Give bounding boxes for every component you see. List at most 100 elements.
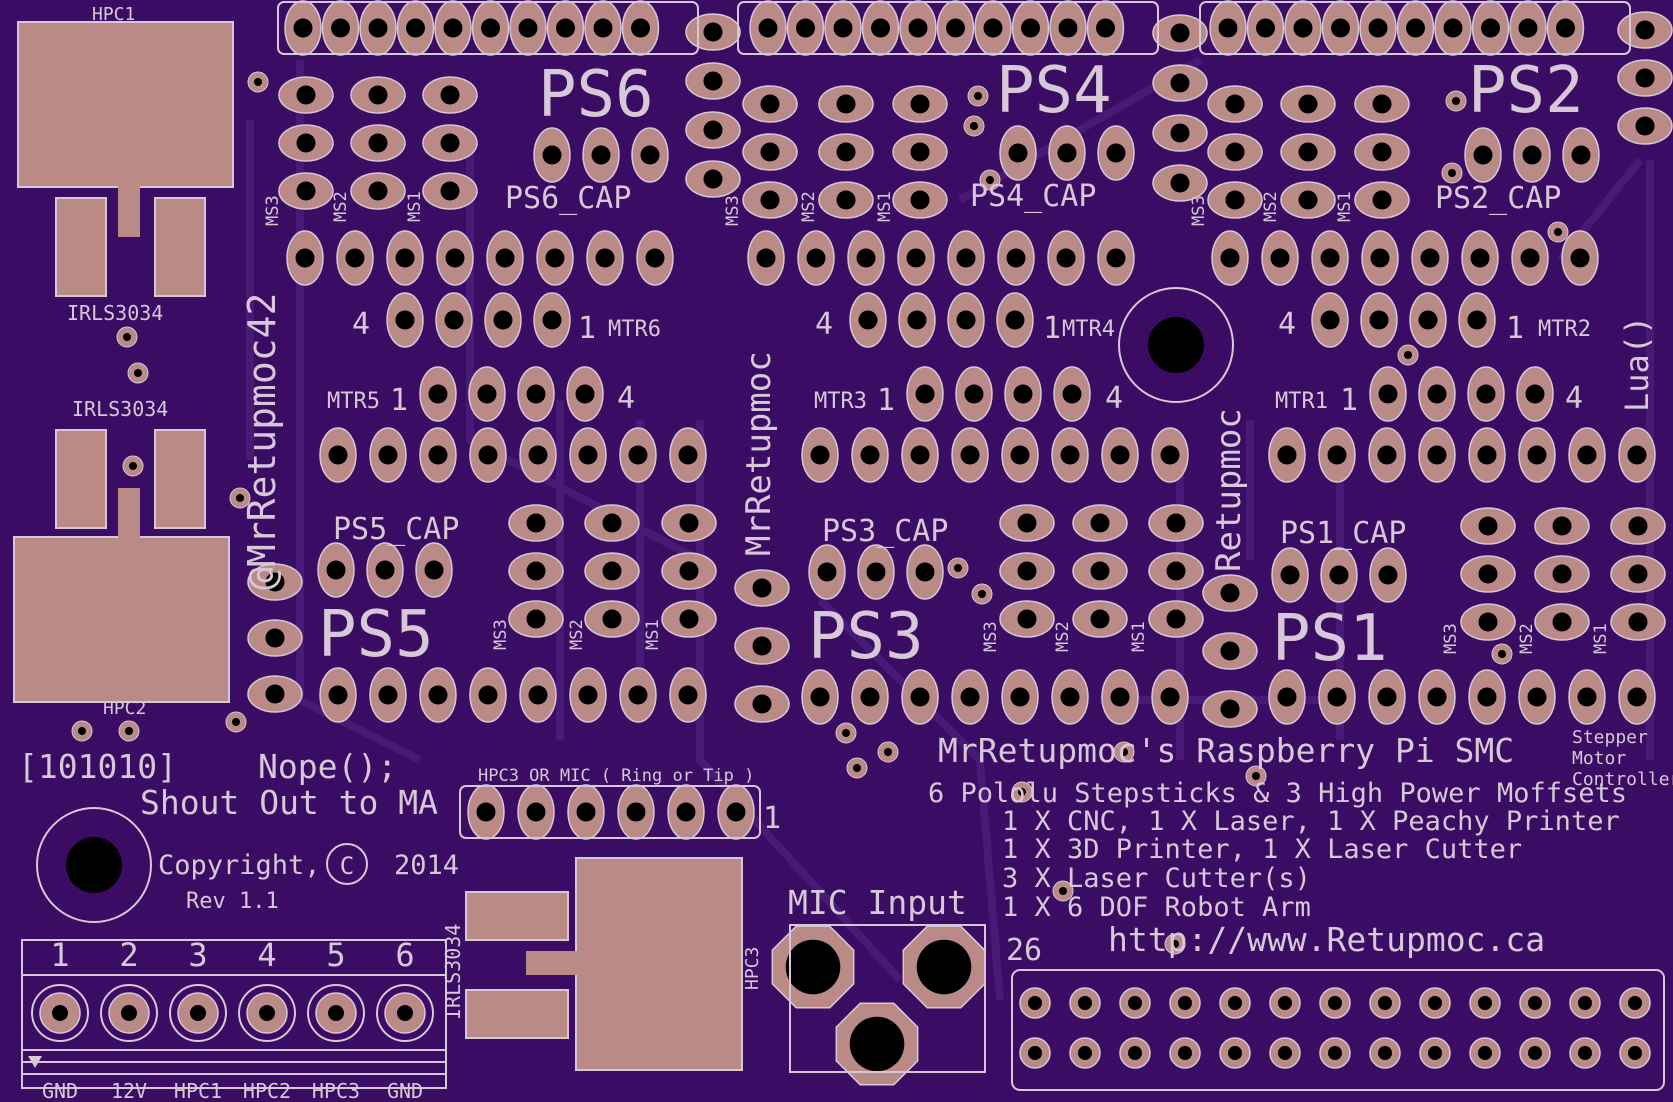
mtr1-pad-3-drill bbox=[1525, 384, 1545, 404]
ps2-driver-row-pad-1-drill bbox=[1270, 248, 1290, 268]
via-3-drill bbox=[129, 462, 137, 470]
ps6-cap-pad-0-drill bbox=[542, 145, 562, 165]
vertical-name-label-a: MrRetupmoc bbox=[739, 351, 779, 556]
ps4-driver-row-pad-6-drill bbox=[1056, 248, 1076, 268]
gpio-top-1-drill bbox=[1078, 996, 1092, 1010]
gpio-bottom-8-drill bbox=[1428, 1046, 1442, 1060]
terminal-outline bbox=[21, 939, 447, 1089]
ms-jumper-top-5-pad-1-drill bbox=[910, 142, 930, 162]
hpc3-header-pad-5-drill bbox=[726, 802, 746, 822]
terminal-ring-2 bbox=[169, 984, 227, 1042]
ms-jumper-bottom-8-pad-0-drill bbox=[1628, 516, 1648, 536]
mtr4-pad-1-drill bbox=[907, 310, 927, 330]
gpio-bottom-12-drill bbox=[1628, 1046, 1642, 1060]
gpio-top-3-drill bbox=[1178, 996, 1192, 1010]
via-10-drill bbox=[986, 176, 994, 184]
ps3-driver-row-bottom-pad-7-drill bbox=[1160, 687, 1180, 707]
ps4-driver-row-pad-1-drill bbox=[806, 248, 826, 268]
ms3-label-ps3: MS3 bbox=[981, 621, 1001, 652]
via-4-drill bbox=[236, 494, 244, 502]
ms-jumper-bottom-0-pad-0-drill bbox=[526, 513, 546, 533]
ps1-driver-row-top-pad-4-drill bbox=[1477, 445, 1497, 465]
gpio-pin-label: 26 bbox=[1006, 933, 1042, 968]
ps2-driver-row-pad-6-drill bbox=[1520, 248, 1540, 268]
ms-jumper-bottom-5-pad-0-drill bbox=[1166, 513, 1186, 533]
via-6-drill bbox=[125, 727, 133, 735]
gpio-top-2-drill bbox=[1128, 996, 1142, 1010]
mtr3-pin1: 1 bbox=[877, 383, 895, 418]
board-title: MrRetupmoc's Raspberry Pi SMC bbox=[938, 731, 1514, 770]
via-5-drill bbox=[78, 727, 86, 735]
top-header-c-1490.5-drill bbox=[1481, 18, 1500, 38]
desc-line-3: 1 X 3D Printer, 1 X Laser Cutter bbox=[1002, 834, 1522, 865]
mtr4-pad-3-drill bbox=[1005, 310, 1025, 330]
top-header-a-2-drill bbox=[368, 18, 388, 38]
ps3-driver-row-top-pad-1-drill bbox=[860, 445, 880, 465]
ps2-cap-pad-2-drill bbox=[1571, 145, 1591, 165]
ps1-driver-row-top-pad-7-drill bbox=[1627, 445, 1647, 465]
top-header-c-1453-drill bbox=[1443, 18, 1463, 38]
gpio-top-12-drill bbox=[1628, 996, 1642, 1010]
gpio-bottom-4-drill bbox=[1228, 1046, 1242, 1060]
ms-jumper-top-0-pad-1-drill bbox=[296, 133, 316, 153]
ms1-label-ps1: MS1 bbox=[1591, 623, 1611, 654]
ms-jumper-top-6-pad-1-drill bbox=[1225, 142, 1245, 162]
ps6-driver-row-pad-3-drill bbox=[445, 248, 465, 268]
ps5-driver-row-bottom-pad-2-drill bbox=[428, 685, 448, 705]
ps4-side-cap-pad-1-drill bbox=[1170, 73, 1190, 93]
top-header-c-1378-drill bbox=[1368, 18, 1388, 38]
top-header-b-10-drill bbox=[833, 18, 853, 38]
mtr3-pad-3-drill bbox=[1062, 384, 1082, 404]
ps5-driver-row-top-pad-4-drill bbox=[528, 445, 548, 465]
ps2-side-cap-pad-2-drill bbox=[1635, 116, 1655, 136]
ms-jumper-bottom-7-pad-2-drill bbox=[1552, 612, 1572, 632]
ms3-label-ps2: MS3 bbox=[1189, 195, 1209, 226]
hpc3-header-pad-2-drill bbox=[576, 802, 596, 822]
terminal-number-2: 2 bbox=[119, 936, 138, 974]
desc-line-4: 3 X Laser Cutter(s) bbox=[1002, 863, 1311, 894]
via-2-drill bbox=[134, 369, 142, 377]
ms-jumper-bottom-5-pad-1-drill bbox=[1166, 561, 1186, 581]
ms2-label-ps1: MS2 bbox=[1517, 623, 1537, 654]
mount-ring-left bbox=[36, 807, 152, 923]
gpio-top-7-drill bbox=[1378, 996, 1392, 1010]
via-9-drill bbox=[970, 122, 978, 130]
mtr1-pin4: 4 bbox=[1565, 381, 1583, 416]
ps3-driver-row-bottom-pad-6-drill bbox=[1110, 687, 1130, 707]
mtr2-pad-2-drill bbox=[1418, 310, 1438, 330]
ps2-side-cap-pad-0-drill bbox=[1635, 20, 1655, 40]
mtr3-pin4: 4 bbox=[1105, 381, 1123, 416]
ps1-driver-row-bottom-pad-0-drill bbox=[1277, 687, 1297, 707]
url-label: http://www.Retupmoc.ca bbox=[1108, 920, 1545, 959]
copyright-ring bbox=[326, 843, 368, 885]
ms-jumper-top-0-pad-0-drill bbox=[296, 85, 316, 105]
ms-jumper-bottom-1-pad-1-drill bbox=[602, 561, 622, 581]
terminal-number-5: 5 bbox=[326, 936, 345, 974]
ps4-driver-row-pad-0-drill bbox=[756, 248, 776, 268]
top-header-a-0-drill bbox=[293, 18, 313, 38]
mtr2-label: MTR2 bbox=[1538, 317, 1591, 342]
via-12-drill bbox=[1448, 169, 1456, 177]
year-label: 2014 bbox=[394, 850, 459, 881]
terminal-number-1: 1 bbox=[50, 936, 69, 974]
ps4-cap-pad-2-drill bbox=[1106, 143, 1126, 163]
ps1-side-pad-1-drill bbox=[1220, 641, 1240, 661]
ps3-driver-row-bottom-pad-0-drill bbox=[810, 687, 830, 707]
ps6-cap-pad-2-drill bbox=[640, 145, 660, 165]
top-header-c-1265.5-drill bbox=[1256, 18, 1275, 38]
ms-jumper-bottom-2-pad-0-drill bbox=[679, 513, 699, 533]
ms-jumper-top-6-pad-2-drill bbox=[1225, 190, 1245, 210]
ps6-side-cap-pad-1-drill bbox=[703, 71, 723, 91]
controller-label: Controller bbox=[1572, 769, 1673, 790]
mtr3-label: MTR3 bbox=[814, 389, 867, 414]
via-11-drill bbox=[1452, 97, 1460, 105]
ps5-driver-row-top-pad-7-drill bbox=[678, 445, 698, 465]
hpc3-header-pad-1-drill bbox=[526, 802, 546, 822]
irls-label-c: IRLS3034 bbox=[441, 924, 465, 1020]
ps3-driver-row-top-pad-2-drill bbox=[910, 445, 930, 465]
ps5-driver-row-top-pad-2-drill bbox=[428, 445, 448, 465]
mtr6-pin4: 4 bbox=[352, 307, 370, 342]
mic-input-label: MIC Input bbox=[788, 883, 967, 922]
gpio-top-5-drill bbox=[1278, 996, 1292, 1010]
